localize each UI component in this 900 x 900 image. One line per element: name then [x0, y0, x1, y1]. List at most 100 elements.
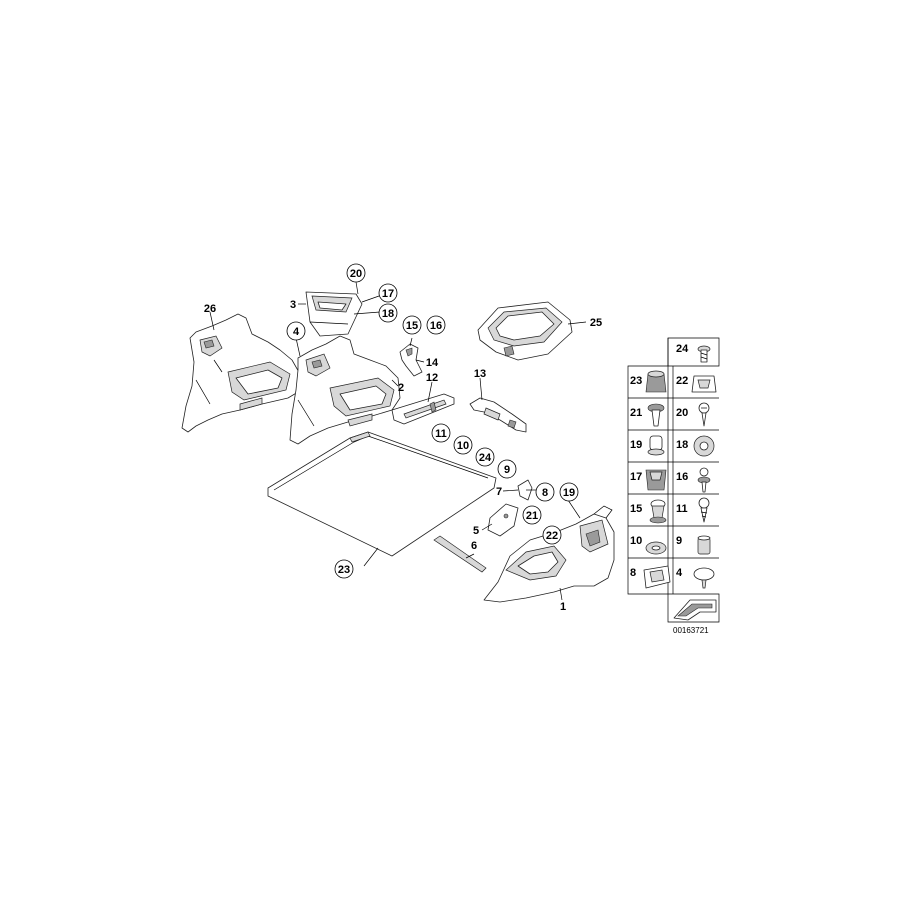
direction-arrow-icon — [673, 599, 717, 621]
part-13-trim-bar — [469, 397, 527, 433]
callout-21: 21 — [522, 505, 542, 525]
svg-text:10: 10 — [457, 440, 469, 452]
svg-text:22: 22 — [546, 530, 558, 542]
callout-14: 14 — [426, 357, 439, 369]
grid-cell-4: 4 — [676, 567, 715, 589]
callout-7: 7 — [496, 486, 502, 498]
callout-23: 23 — [334, 559, 354, 579]
svg-text:17: 17 — [382, 288, 394, 300]
callout-3: 3 — [290, 299, 296, 311]
grid-cell-9: 9 — [676, 535, 711, 555]
svg-text:11: 11 — [435, 428, 447, 440]
svg-text:4: 4 — [676, 567, 683, 579]
part-2-side-trim-right — [289, 335, 401, 445]
grid-cell-20: 20 — [676, 402, 710, 427]
washer-icon — [645, 541, 667, 555]
svg-text:8: 8 — [630, 567, 636, 579]
svg-text:11: 11 — [676, 503, 688, 515]
svg-text:21: 21 — [630, 407, 642, 419]
svg-text:9: 9 — [676, 535, 682, 547]
grid-cell-8: 8 — [630, 565, 671, 589]
part-5-cover-cap — [487, 503, 519, 537]
svg-text:6: 6 — [471, 540, 477, 552]
svg-text:26: 26 — [204, 303, 216, 315]
screw-flange-icon — [697, 345, 711, 363]
callout-26: 26 — [204, 303, 216, 315]
callout-20: 20 — [346, 263, 366, 283]
callout-8: 8 — [535, 482, 555, 502]
svg-text:16: 16 — [676, 471, 688, 483]
svg-text:13: 13 — [474, 368, 486, 380]
grid-cell-19: 19 — [630, 435, 665, 456]
svg-text:24: 24 — [479, 452, 492, 464]
svg-text:23: 23 — [630, 375, 642, 387]
callout-17: 17 — [378, 283, 398, 303]
svg-text:25: 25 — [590, 317, 602, 329]
part-26-side-trim-left — [181, 313, 301, 433]
svg-text:22: 22 — [676, 375, 688, 387]
part-23-floor-mat — [267, 431, 497, 557]
svg-text:18: 18 — [676, 439, 688, 451]
plug-cap-icon — [645, 370, 667, 393]
svg-text:18: 18 — [382, 308, 394, 320]
part-1-wheel-housing-trim — [483, 505, 615, 603]
callout-1: 1 — [560, 601, 566, 613]
part-25-tray-box — [477, 301, 573, 361]
fastener-grid: 24 23 22 21 — [627, 337, 720, 623]
svg-text:2: 2 — [398, 382, 404, 394]
grid-cell-17: 17 — [630, 469, 667, 491]
svg-text:15: 15 — [630, 503, 642, 515]
grid-cell-22: 22 — [676, 375, 717, 393]
expanding-rivet-icon — [647, 403, 665, 427]
callout-10: 10 — [453, 435, 473, 455]
callout-22: 22 — [542, 525, 562, 545]
callout-5: 5 — [473, 525, 479, 537]
svg-text:20: 20 — [350, 268, 362, 280]
square-plug-icon — [645, 469, 667, 491]
grid-cell-24: 24 — [676, 343, 711, 363]
grid-cell-18: 18 — [676, 435, 715, 457]
svg-text:4: 4 — [293, 326, 300, 338]
doc-number: 00163721 — [673, 626, 709, 635]
svg-text:12: 12 — [426, 372, 438, 384]
svg-text:15: 15 — [406, 320, 418, 332]
callout-9: 9 — [497, 459, 517, 479]
callout-16: 16 — [426, 315, 446, 335]
callout-19: 19 — [559, 482, 579, 502]
callout-15: 15 — [402, 315, 422, 335]
grommet-icon — [693, 435, 715, 457]
spring-clip-icon — [643, 565, 671, 589]
svg-text:19: 19 — [563, 487, 575, 499]
callout-12: 12 — [426, 372, 438, 384]
part-3-storage-tray — [305, 291, 363, 337]
grid-cell-10: 10 — [630, 535, 667, 555]
part-12-cover-strip — [391, 393, 455, 425]
svg-text:24: 24 — [676, 343, 689, 355]
push-rivet-icon — [697, 467, 711, 493]
callout-6: 6 — [471, 540, 477, 552]
callout-4: 4 — [286, 321, 306, 341]
svg-text:16: 16 — [430, 320, 442, 332]
leader-lines — [209, 281, 587, 601]
grid-cell-15: 15 — [630, 499, 667, 524]
svg-text:10: 10 — [630, 535, 642, 547]
svg-text:5: 5 — [473, 525, 479, 537]
svg-text:17: 17 — [630, 471, 642, 483]
svg-text:9: 9 — [504, 464, 510, 476]
callout-2: 2 — [398, 382, 404, 394]
svg-text:3: 3 — [290, 299, 296, 311]
callout-18: 18 — [378, 303, 398, 323]
callout-24: 24 — [475, 447, 495, 467]
callout-11: 11 — [431, 423, 451, 443]
clip-stud-icon — [649, 499, 667, 524]
screw-icon — [698, 402, 710, 427]
callout-25: 25 — [590, 317, 602, 329]
part-14-bracket — [399, 343, 423, 377]
grid-cell-11: 11 — [676, 497, 710, 523]
callout-labels: 26 4 20 3 17 18 15 16 14 — [204, 263, 602, 613]
clip-nut-icon — [691, 375, 717, 393]
svg-text:14: 14 — [426, 357, 439, 369]
part-6-rubber-strip — [433, 535, 487, 573]
svg-text:20: 20 — [676, 407, 688, 419]
